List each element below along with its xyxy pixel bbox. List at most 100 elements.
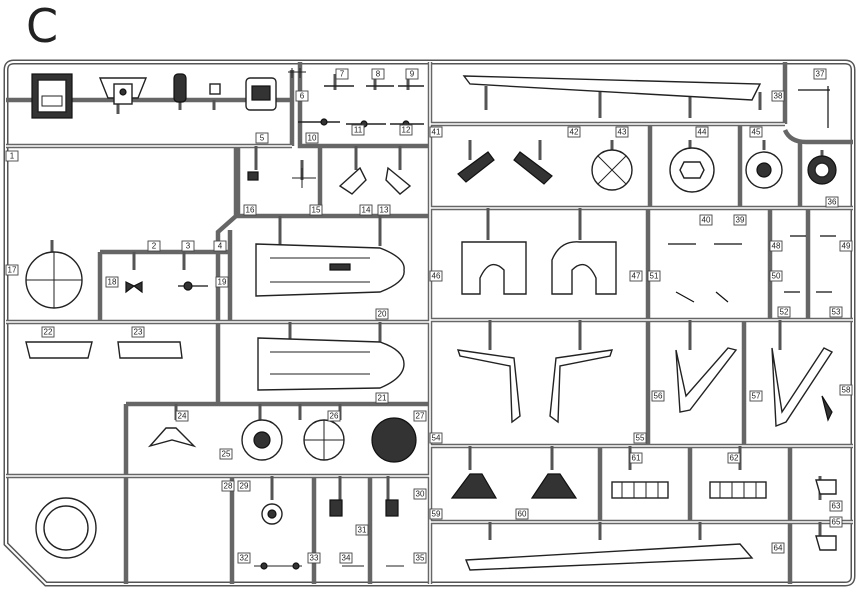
part-label-27: 27: [413, 410, 427, 422]
part-label-15: 15: [309, 204, 323, 216]
svg-text:40: 40: [702, 216, 711, 225]
part-label-61: 61: [629, 452, 643, 464]
part-blade-64: [464, 543, 754, 571]
part-label-23: 23: [131, 326, 145, 338]
svg-text:45: 45: [752, 128, 761, 137]
part-label-58: 58: [839, 384, 853, 396]
part-label-6: 6: [295, 90, 309, 102]
svg-text:25: 25: [222, 450, 231, 459]
part-wheel-17: [25, 251, 83, 309]
part-label-3: 3: [181, 240, 195, 252]
part-small-4: [209, 83, 221, 95]
svg-text:42: 42: [570, 128, 579, 137]
svg-text:10: 10: [308, 134, 317, 143]
part-label-37: 37: [813, 68, 827, 80]
part-label-2: 2: [147, 240, 161, 252]
svg-text:17: 17: [8, 266, 17, 275]
part-small-31-32: [329, 499, 399, 517]
svg-text:13: 13: [380, 206, 389, 215]
part-label-19: 19: [215, 276, 229, 288]
part-seat-1: [31, 73, 73, 119]
part-label-47: 47: [629, 270, 643, 282]
part-pulley-25: [241, 419, 283, 461]
part-antenna-24: [147, 427, 197, 448]
svg-text:33: 33: [310, 554, 319, 563]
svg-text:37: 37: [816, 70, 825, 79]
svg-text:24: 24: [178, 412, 187, 421]
part-label-8: 8: [371, 68, 385, 80]
svg-text:46: 46: [432, 272, 441, 281]
part-label-65: 65: [829, 516, 843, 528]
part-label-62: 62: [727, 452, 741, 464]
part-mounts-59-60: [450, 473, 578, 499]
part-pulley-26: [303, 419, 345, 461]
svg-text:43: 43: [618, 128, 627, 137]
part-tabs-63-65: [815, 479, 837, 551]
part-label-35: 35: [413, 552, 427, 564]
svg-text:65: 65: [832, 518, 841, 527]
svg-text:32: 32: [240, 554, 249, 563]
part-label-14: 14: [359, 204, 373, 216]
svg-text:38: 38: [774, 92, 783, 101]
part-rods-33-35: [254, 562, 404, 570]
part-links-41-42: [457, 151, 553, 185]
part-label-64: 64: [771, 542, 785, 554]
part-box-5: [245, 77, 277, 111]
part-label-57: 57: [749, 390, 763, 402]
part-label-28: 28: [221, 480, 235, 492]
part-label-7: 7: [335, 68, 349, 80]
svg-text:48: 48: [772, 242, 781, 251]
svg-text:55: 55: [636, 434, 645, 443]
part-label-44: 44: [695, 126, 709, 138]
part-bracket-2: [98, 77, 148, 105]
svg-text:58: 58: [842, 386, 851, 395]
svg-text:2: 2: [152, 242, 157, 251]
svg-text:30: 30: [416, 490, 425, 499]
part-gear-30: [261, 503, 283, 525]
part-roller-18: [125, 281, 208, 294]
svg-text:59: 59: [432, 510, 441, 519]
part-label-16: 16: [243, 204, 257, 216]
svg-text:4: 4: [218, 242, 223, 251]
part-fuselage-20: [255, 243, 405, 297]
part-label-63: 63: [829, 500, 843, 512]
svg-text:50: 50: [772, 272, 781, 281]
part-label-32: 32: [237, 552, 251, 564]
part-ring-46: [807, 155, 837, 185]
svg-text:62: 62: [730, 454, 739, 463]
part-small-58: [821, 395, 833, 422]
part-label-59: 59: [429, 508, 443, 520]
part-disc-27: [371, 417, 417, 463]
part-label-20: 20: [375, 308, 389, 320]
part-label-1: 1: [5, 150, 19, 162]
svg-text:63: 63: [832, 502, 841, 511]
svg-text:36: 36: [828, 198, 837, 207]
part-grilles-61-62: [611, 481, 767, 499]
svg-text:7: 7: [340, 70, 345, 79]
part-label-33: 33: [307, 552, 321, 564]
part-rod-36b: [798, 86, 830, 128]
part-label-31: 31: [355, 524, 369, 536]
part-blade-36: [462, 75, 762, 101]
part-label-12: 12: [399, 124, 413, 136]
part-label-54: 54: [429, 432, 443, 444]
svg-text:35: 35: [416, 554, 425, 563]
part-label-51: 51: [647, 270, 661, 282]
part-label-48: 48: [769, 240, 783, 252]
svg-text:27: 27: [416, 412, 425, 421]
part-label-38: 38: [771, 90, 785, 102]
svg-text:64: 64: [774, 544, 783, 553]
part-label-18: 18: [105, 276, 119, 288]
sprue-frame: [3, 59, 856, 587]
svg-text:57: 57: [752, 392, 761, 401]
svg-text:47: 47: [632, 272, 641, 281]
svg-text:6: 6: [300, 92, 305, 101]
svg-text:3: 3: [186, 242, 191, 251]
svg-text:14: 14: [362, 206, 371, 215]
svg-text:28: 28: [224, 482, 233, 491]
svg-text:1: 1: [10, 152, 15, 161]
part-label-40: 40: [699, 214, 713, 226]
part-label-17: 17: [5, 264, 19, 276]
